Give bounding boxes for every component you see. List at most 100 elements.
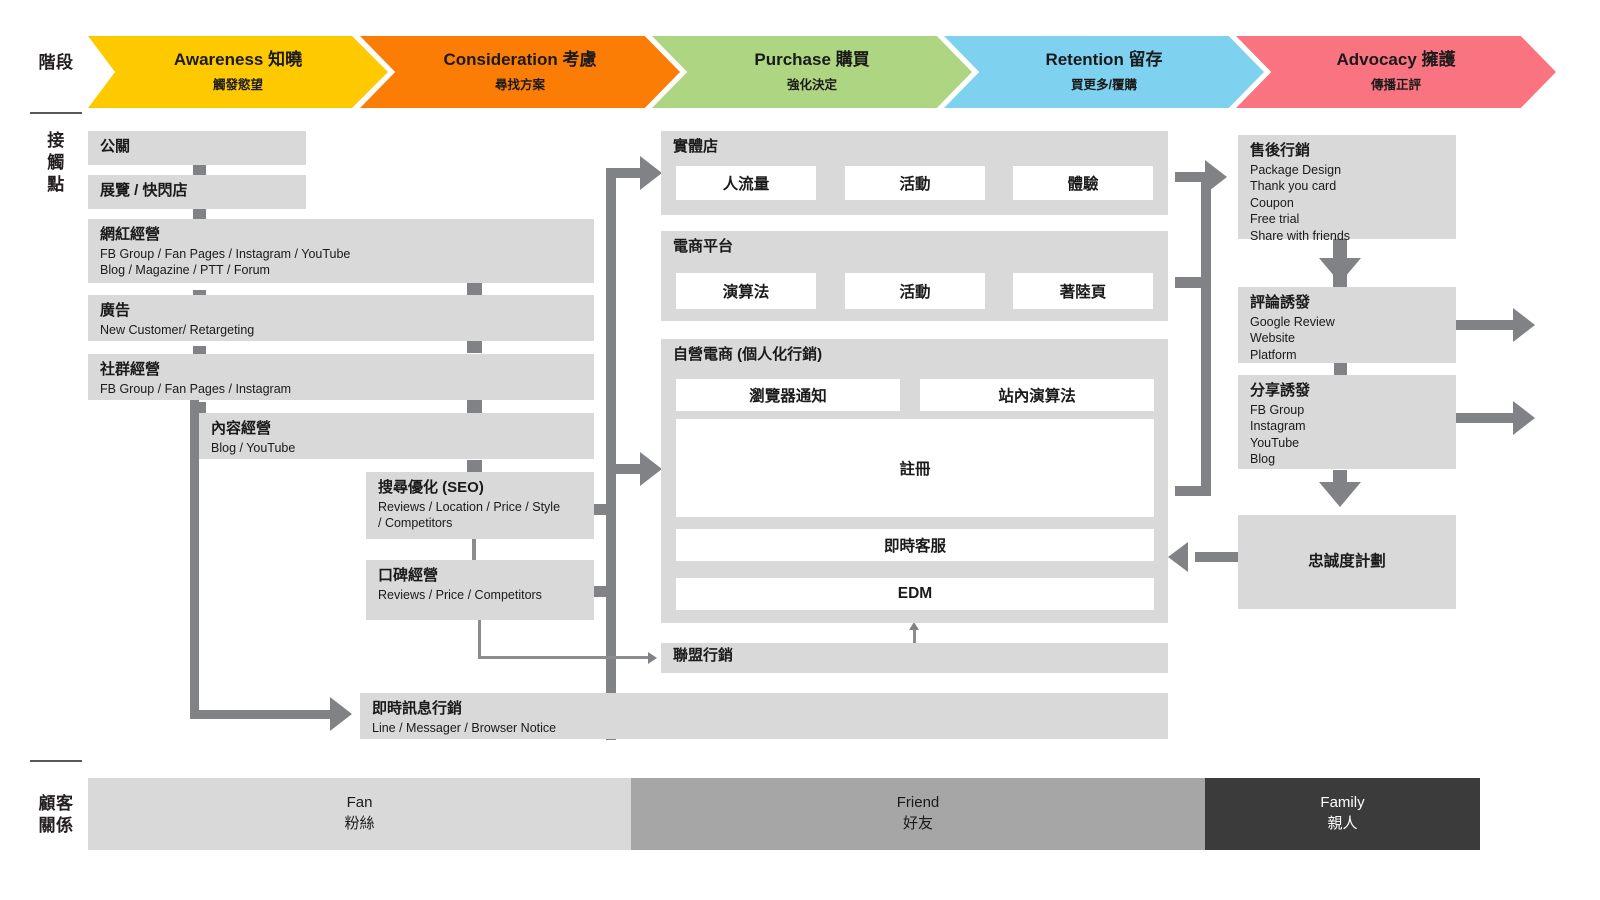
touchpoint-loyalty[interactable]: 忠誠度計劃 (1238, 515, 1456, 609)
chip-ec-platform-algorithm[interactable]: 演算法 (676, 273, 816, 309)
arrow-to-instant-message-icon (330, 697, 352, 731)
arrow-to-physical-store-icon (640, 156, 662, 190)
chip-physical-store-traffic[interactable]: 人流量 (676, 166, 816, 200)
stage-advocacy-subtitle: 傳播正評 (1370, 77, 1421, 92)
stage-consideration-title: Consideration 考慮 (443, 50, 597, 70)
touchpoint-seo-subtitle: Reviews / Location / Price / Style / Com… (378, 499, 561, 531)
chip-own-ecommerce-live-service[interactable]: 即時客服 (676, 529, 1154, 561)
relationship-family[interactable]: Family 親人 (1205, 778, 1480, 850)
connector-nub-pr-exhibition (193, 164, 206, 175)
stage-awareness-title: Awareness 知曉 (173, 50, 303, 70)
arrow-share-to-loyalty-icon (1319, 482, 1361, 507)
chip-own-ecommerce-register[interactable]: 註冊 (676, 419, 1154, 517)
chip-ec-platform-event[interactable]: 活動 (845, 273, 985, 309)
touchpoint-pr[interactable]: 公關 (88, 131, 306, 165)
touchpoint-wom-subtitle: Reviews / Price / Competitors (378, 587, 542, 602)
connector-seo-wom (472, 538, 476, 560)
connector-right-collector-bottom (1175, 486, 1211, 496)
stage-advocacy[interactable]: Advocacy 擁護 傳播正評 (1236, 36, 1556, 108)
chip-own-ecommerce-site-algorithm[interactable]: 站內演算法 (920, 379, 1154, 411)
connector-nub-wom (592, 586, 610, 597)
chip-own-ecommerce-edm[interactable]: EDM (676, 578, 1154, 610)
touchpoint-wom[interactable]: 口碑經營 Reviews / Price / Competitors (366, 560, 594, 620)
touchpoint-physical-store-title: 實體店 (673, 138, 719, 155)
chip-physical-store-event[interactable]: 活動 (845, 166, 985, 200)
touchpoint-post-sale[interactable]: 售後行銷 Package Design Thank you card Coupo… (1238, 135, 1456, 243)
arrow-affiliate-to-ecommerce-icon (909, 622, 919, 630)
touchpoint-exhibition[interactable]: 展覽 / 快閃店 (88, 175, 306, 209)
stage-retention-title: Retention 留存 (1045, 50, 1163, 70)
touchpoint-ads-title: 廣告 (100, 302, 131, 319)
connector-share-outgoing (1456, 413, 1518, 423)
connector-left-collector-vertical (606, 168, 616, 740)
row-label-stage-text: 階段 (38, 53, 74, 72)
touchpoint-review-trigger-title: 評論誘發 (1250, 294, 1311, 311)
arrow-share-outgoing-icon (1513, 401, 1535, 435)
stage-retention-subtitle: 買更多/覆購 (1071, 77, 1137, 92)
connector-wom-to-affiliate (478, 656, 650, 659)
touchpoint-affiliate[interactable]: 聯盟行銷 (661, 643, 1168, 673)
relationship-family-zh: 親人 (1327, 815, 1358, 832)
chip-own-ecommerce-browser-notice[interactable]: 瀏覽器通知 (676, 379, 900, 411)
connector-loyalty-to-ecommerce (1195, 552, 1240, 562)
arrow-to-own-ecommerce-icon (640, 452, 662, 486)
touchpoint-review-trigger-subtitle: Google Review Website Platform (1250, 314, 1335, 362)
touchpoint-kol[interactable]: 網紅經營 FB Group / Fan Pages / Instagram / … (88, 219, 594, 283)
stage-consideration-subtitle: 尋找方案 (494, 77, 545, 92)
touchpoint-content-title: 內容經營 (211, 420, 272, 437)
touchpoint-share-trigger-subtitle: FB Group Instagram YouTube Blog (1250, 402, 1306, 467)
touchpoint-instant-message[interactable]: 即時訊息行銷 Line / Messager / Browser Notice (360, 693, 1168, 739)
stage-awareness[interactable]: Awareness 知曉 觸發慾望 (88, 36, 388, 108)
relationship-friend[interactable]: Friend 好友 (631, 778, 1205, 850)
divider-stage-touchpoint (30, 112, 82, 114)
stage-advocacy-title: Advocacy 擁護 (1336, 50, 1456, 70)
chip-ec-platform-landing-page[interactable]: 著陸頁 (1013, 273, 1153, 309)
connector-nub-exhibition-kol (193, 208, 206, 219)
connector-nub-ads (592, 504, 610, 515)
row-label-touchpoint: 接觸點 (28, 130, 84, 195)
touchpoint-pr-title: 公關 (100, 138, 131, 155)
connector-nub-community-right (467, 400, 482, 413)
relationship-family-en: Family (1320, 794, 1365, 812)
connector-nub-ads-community (193, 346, 206, 357)
relationship-fan[interactable]: Fan 粉絲 (88, 778, 631, 850)
touchpoint-own-ecommerce-title: 自營電商 (個人化行銷) (673, 346, 823, 363)
touchpoint-affiliate-title: 聯盟行銷 (673, 647, 734, 664)
row-label-touchpoint-text: 接觸點 (47, 131, 65, 194)
arrow-to-affiliate-icon (648, 652, 657, 664)
arrow-loyalty-to-ecommerce-icon (1168, 542, 1188, 572)
touchpoint-review-trigger[interactable]: 評論誘發 Google Review Website Platform (1238, 287, 1456, 363)
connector-wom-down (478, 620, 481, 658)
stage-retention[interactable]: Retention 留存 買更多/覆購 (944, 36, 1264, 108)
arrow-post-sale-to-review-icon (1319, 258, 1361, 283)
connector-to-physical-store (606, 168, 650, 178)
touchpoint-community-title: 社群經營 (100, 361, 161, 378)
relationship-friend-zh: 好友 (902, 815, 933, 832)
chip-physical-store-experience[interactable]: 體驗 (1013, 166, 1153, 200)
connector-nub-kol-right (467, 282, 482, 295)
divider-touchpoint-relationship (30, 760, 82, 762)
row-label-stage: 階段 (28, 52, 84, 74)
touchpoint-post-sale-title: 售後行銷 (1250, 142, 1311, 159)
connector-right-collector-top (1175, 172, 1211, 182)
touchpoint-content[interactable]: 內容經營 Blog / YouTube (199, 413, 594, 459)
connector-left-horizontal-to-instant-message (190, 710, 338, 719)
connector-nub-content-seo (467, 460, 482, 473)
arrow-review-outgoing-icon (1513, 308, 1535, 342)
stage-consideration[interactable]: Consideration 考慮 尋找方案 (360, 36, 680, 108)
stage-purchase[interactable]: Purchase 購買 強化決定 (652, 36, 972, 108)
connector-nub-community-content (193, 402, 206, 413)
relationship-fan-en: Fan (346, 794, 373, 812)
touchpoint-seo[interactable]: 搜尋優化 (SEO) Reviews / Location / Price / … (366, 472, 594, 539)
connector-to-own-ecommerce (606, 464, 650, 474)
touchpoint-community[interactable]: 社群經營 FB Group / Fan Pages / Instagram (88, 354, 594, 400)
connector-review-to-share (1334, 363, 1347, 375)
touchpoint-share-trigger-title: 分享誘發 (1250, 382, 1311, 399)
connector-nub-ads-right (467, 340, 482, 353)
touchpoint-kol-subtitle: FB Group / Fan Pages / Instagram / YouTu… (100, 246, 351, 278)
touchpoint-share-trigger[interactable]: 分享誘發 FB Group Instagram YouTube Blog (1238, 375, 1456, 469)
touchpoint-ads[interactable]: 廣告 New Customer/ Retargeting (88, 295, 594, 341)
touchpoint-instant-message-title: 即時訊息行銷 (372, 700, 463, 717)
relationship-fan-zh: 粉絲 (344, 815, 375, 832)
relationship-friend-en: Friend (896, 794, 940, 812)
